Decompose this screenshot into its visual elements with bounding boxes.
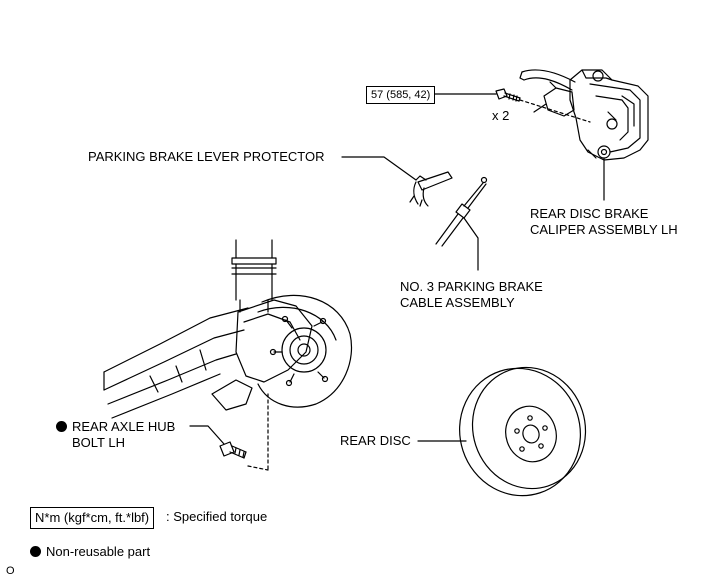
torque-spec-box: 57 (585, 42) [366, 86, 436, 104]
legend-torque-box: N*m (kgf*cm, ft.*lbf) [30, 507, 155, 529]
caliper-drawing [519, 69, 649, 161]
nonreusable-dot-icon [56, 421, 67, 432]
lever-protector-drawing [409, 171, 453, 207]
bolt-quantity-label: x 2 [492, 108, 510, 123]
rear-disc-drawing [459, 366, 587, 497]
hub-bolt-leader [189, 425, 225, 445]
legend-nonreusable: Non-reusable part [30, 543, 150, 561]
corner-mark: O [6, 565, 15, 577]
caliper-label-line2: CALIPER ASSEMBLY LH [530, 222, 678, 237]
lever-protector-label: PARKING BRAKE LEVER PROTECTOR [88, 149, 325, 164]
legend-torque-desc: : Specified torque [166, 509, 268, 524]
hub-bolt-label-text: REAR AXLE HUB [72, 419, 176, 434]
hub-bolt-label-line2: BOLT LH [72, 435, 125, 450]
cable-label-line2: CABLE ASSEMBLY [400, 295, 515, 310]
lever-protector-leader [341, 156, 417, 181]
nonreusable-dot-icon [30, 546, 41, 557]
axle-assembly-drawing [103, 239, 353, 471]
caliper-label-line1: REAR DISC BRAKE [530, 206, 649, 221]
rear-disc-label: REAR DISC [340, 433, 411, 448]
hub-bolt-label-line1: REAR AXLE HUB [56, 419, 175, 435]
cable-label-line1: NO. 3 PARKING BRAKE [400, 279, 543, 294]
cable-leader [463, 217, 479, 271]
hub-bolt-drawing [219, 441, 247, 459]
legend-nonreusable-text: Non-reusable part [46, 544, 151, 559]
caliper-bolts [495, 88, 591, 123]
cable-drawing [435, 176, 488, 247]
